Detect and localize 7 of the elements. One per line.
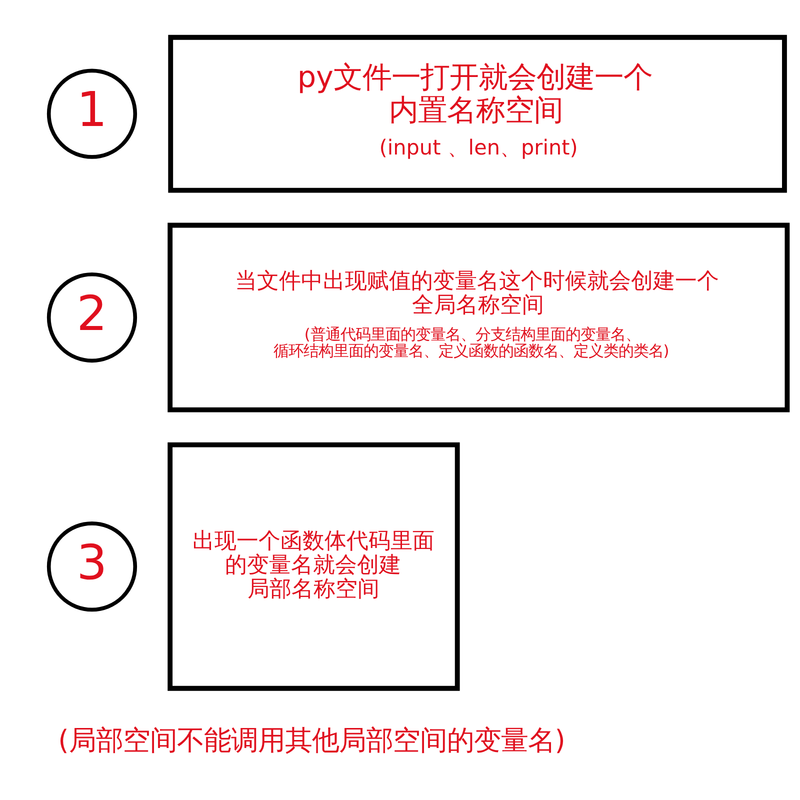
node-circle: 1 bbox=[46, 68, 138, 159]
node-box: py文件一打开就会创建一个内置名称空间 (input 、len、print) bbox=[168, 34, 787, 193]
node-circle: 3 bbox=[46, 522, 138, 612]
label: (局部空间不能调用其他局部空间的变量名) bbox=[58, 726, 566, 757]
node-box: 当文件中出现赋值的变量名这个时候就会创建一个全局名称空间 (普通代码里面的变量名、分支结构里面的变量名、循环结构里面的变量名、定义函数的函数名、定义类的类名) bbox=[168, 222, 790, 412]
node-circle: 2 bbox=[46, 272, 138, 363]
node-box: 出现一个函数体代码里面的变量名就会创建局部名称空间 bbox=[168, 442, 460, 691]
